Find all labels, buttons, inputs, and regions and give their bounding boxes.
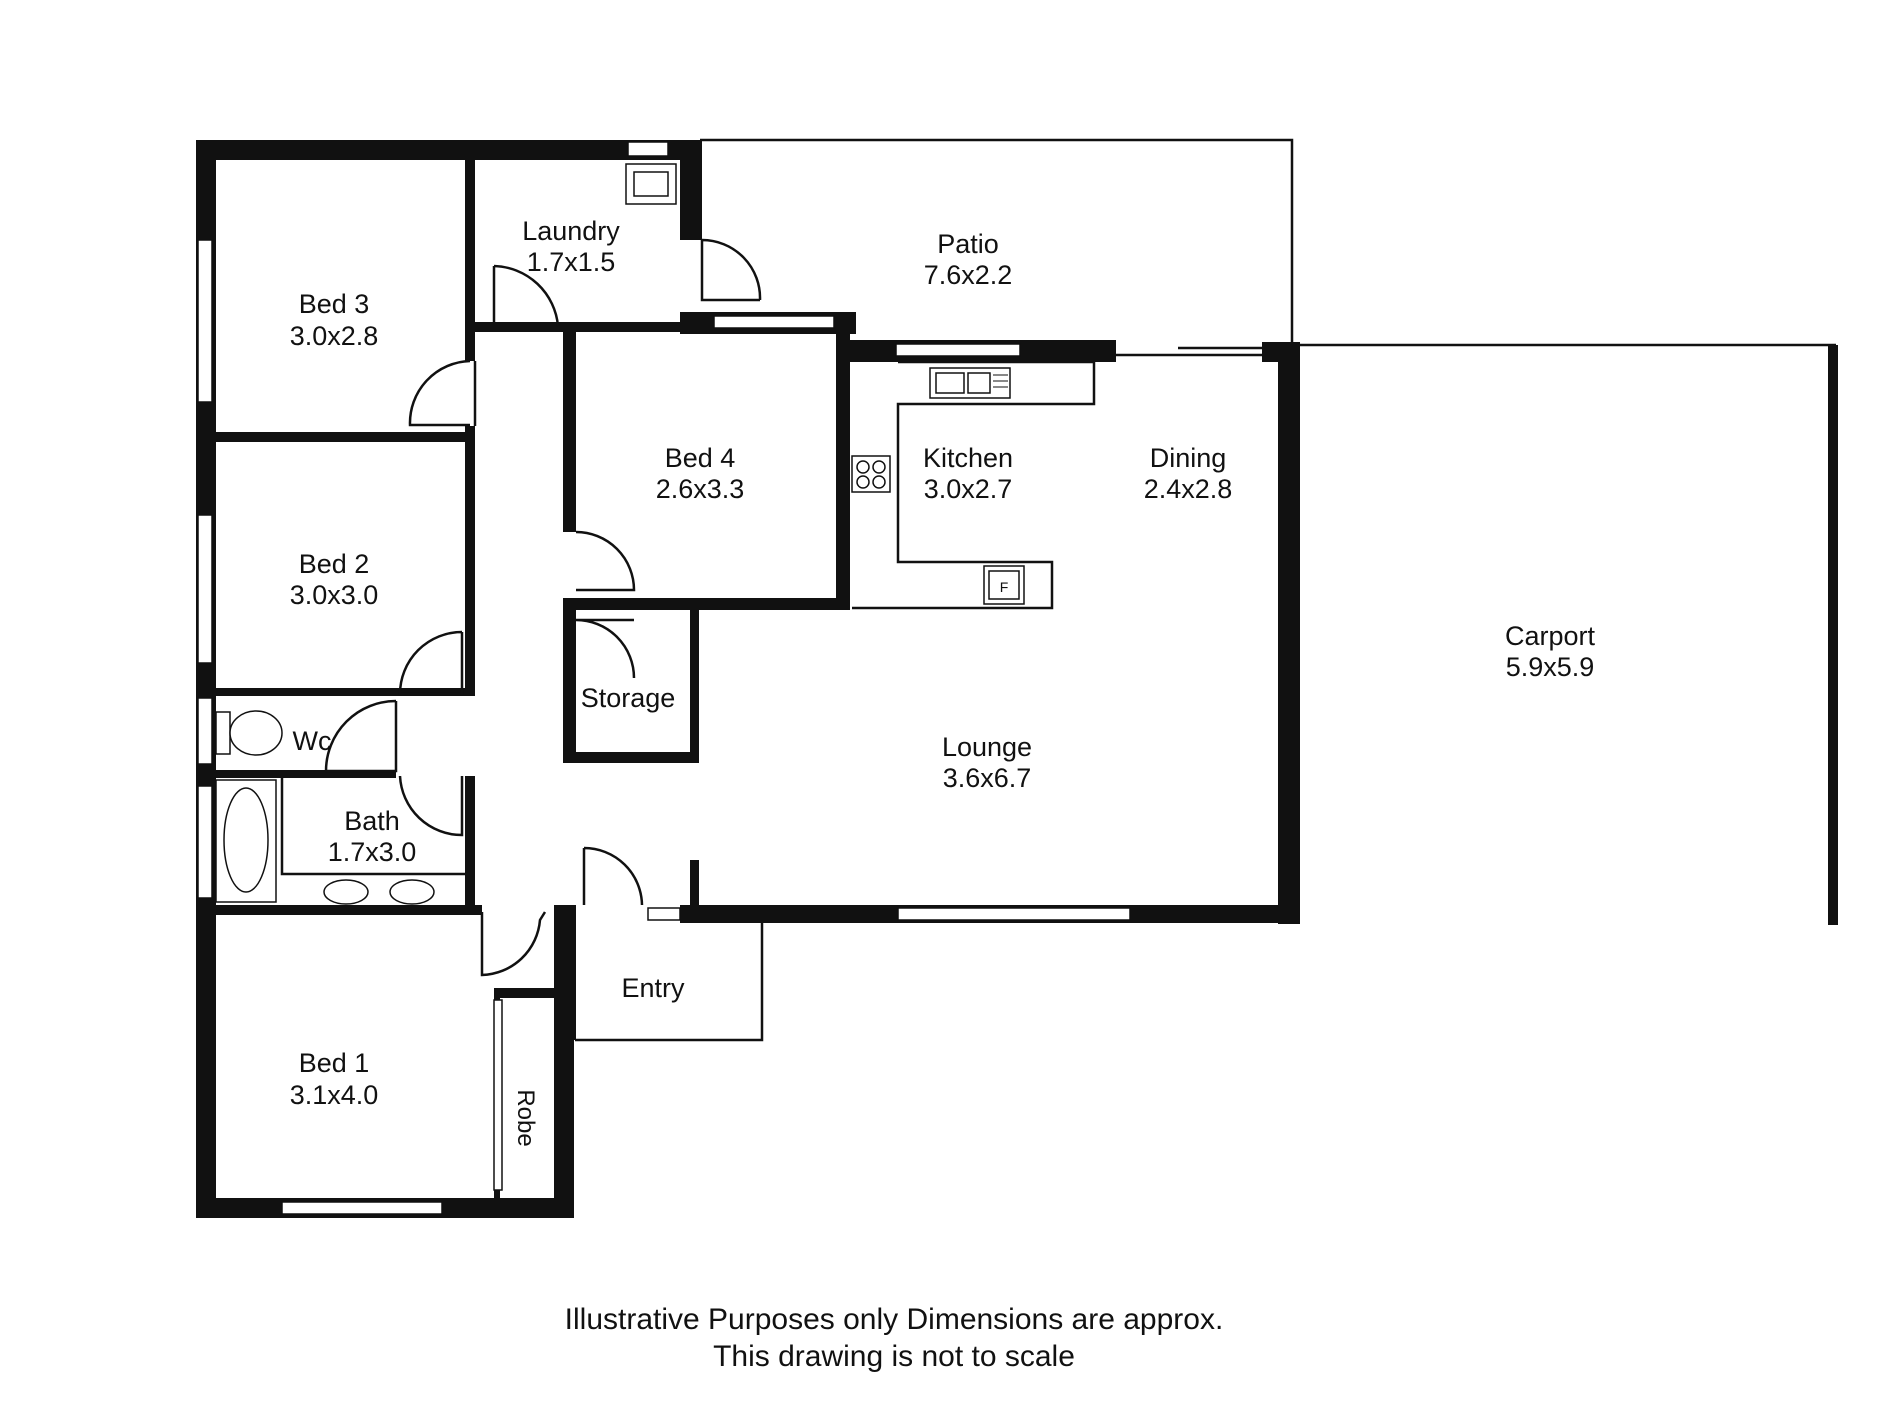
wall-outer-left bbox=[196, 140, 216, 1218]
wall-top bbox=[196, 140, 700, 160]
window-laundry bbox=[627, 141, 669, 157]
door-storage bbox=[575, 618, 636, 679]
wall-bed4-left bbox=[563, 325, 576, 532]
room-name-wc: Wc bbox=[293, 726, 332, 756]
wall-storage-right bbox=[690, 608, 699, 763]
footer-line-1: Illustrative Purposes only Dimensions ar… bbox=[565, 1303, 1224, 1336]
wall-bath-bed1 bbox=[212, 905, 482, 915]
windows bbox=[197, 141, 1131, 1215]
room-name-storage: Storage bbox=[581, 683, 676, 713]
patio-outline bbox=[700, 138, 1294, 345]
door-bed3 bbox=[408, 359, 477, 427]
carport-post bbox=[1828, 345, 1838, 925]
room-name-bed4: Bed 4 bbox=[665, 443, 736, 473]
wall-entry-left bbox=[566, 905, 576, 1040]
room-name-robe: Robe bbox=[512, 1089, 539, 1146]
door-wc bbox=[324, 699, 398, 773]
cooktop-icon bbox=[851, 455, 891, 493]
door-swings bbox=[324, 238, 762, 977]
wall-bed2-hall bbox=[465, 426, 475, 696]
room-name-entry: Entry bbox=[621, 973, 685, 1003]
door-entry bbox=[582, 846, 644, 906]
room-size-dining: 2.4x2.8 bbox=[1144, 474, 1233, 504]
window-kitchen bbox=[895, 343, 1021, 357]
wall-laundry-bottom-a bbox=[470, 322, 556, 332]
thin-outlines bbox=[575, 138, 1836, 1042]
window-bed3 bbox=[197, 239, 213, 403]
fridge-icon: F bbox=[983, 565, 1025, 605]
window-lounge bbox=[897, 907, 1131, 921]
window-bed4 bbox=[713, 315, 835, 329]
robe-slider bbox=[493, 999, 503, 1191]
wall-laundry-bottom-b bbox=[556, 322, 686, 332]
room-size-kitchen: 3.0x2.7 bbox=[924, 474, 1013, 504]
wall-dining-right bbox=[1278, 342, 1300, 924]
wall-bed4-bottom bbox=[563, 598, 850, 610]
wall-bed2-wc bbox=[212, 688, 472, 696]
wall-bed4-right bbox=[836, 330, 850, 608]
vanity-icon bbox=[280, 778, 466, 905]
door-bed2 bbox=[398, 630, 464, 696]
kitchen-bench bbox=[852, 360, 1096, 610]
window-bed1 bbox=[281, 1201, 443, 1215]
walls bbox=[196, 140, 1838, 1218]
room-labels: Bed 3 3.0x2.8 Laundry 1.7x1.5 Patio 7.6x… bbox=[290, 216, 1596, 1147]
fridge-mark: F bbox=[1000, 579, 1009, 595]
window-bed2 bbox=[197, 514, 213, 664]
room-size-bed2: 3.0x3.0 bbox=[290, 580, 379, 610]
footer-line-2: This drawing is not to scale bbox=[713, 1340, 1075, 1373]
room-name-bed1: Bed 1 bbox=[299, 1048, 370, 1078]
kitchen-sink-icon bbox=[929, 367, 1011, 399]
wall-bath-hall bbox=[465, 776, 475, 908]
door-laundry bbox=[492, 264, 560, 327]
room-name-laundry: Laundry bbox=[522, 216, 620, 246]
room-size-bed4: 2.6x3.3 bbox=[656, 474, 745, 504]
window-entry bbox=[647, 907, 681, 921]
wall-lounge-stub bbox=[690, 860, 699, 910]
room-name-bed2: Bed 2 bbox=[299, 549, 370, 579]
room-name-lounge: Lounge bbox=[942, 732, 1032, 762]
window-wc bbox=[197, 697, 213, 765]
door-patio bbox=[700, 238, 762, 302]
wall-laundry-right bbox=[680, 140, 702, 240]
room-size-carport: 5.9x5.9 bbox=[1506, 652, 1595, 682]
room-name-bed3: Bed 3 bbox=[299, 289, 370, 319]
wall-bed3-hall bbox=[465, 156, 475, 361]
room-size-bath: 1.7x3.0 bbox=[328, 837, 417, 867]
room-size-bed1: 3.1x4.0 bbox=[290, 1080, 379, 1110]
door-bed1 bbox=[480, 911, 547, 977]
room-name-carport: Carport bbox=[1505, 621, 1596, 651]
room-size-bed3: 3.0x2.8 bbox=[290, 321, 379, 351]
door-bath bbox=[398, 775, 464, 837]
wall-storage-bottom bbox=[563, 752, 699, 763]
footer-note: Illustrative Purposes only Dimensions ar… bbox=[565, 1303, 1224, 1373]
wall-robe-top bbox=[494, 988, 556, 998]
room-size-lounge: 3.6x6.7 bbox=[943, 763, 1032, 793]
room-name-dining: Dining bbox=[1150, 443, 1227, 473]
room-size-patio: 7.6x2.2 bbox=[924, 260, 1013, 290]
room-size-laundry: 1.7x1.5 bbox=[527, 247, 616, 277]
room-name-patio: Patio bbox=[937, 229, 999, 259]
laundry-tub-basin-icon bbox=[633, 171, 669, 197]
room-name-bath: Bath bbox=[344, 806, 400, 836]
room-name-kitchen: Kitchen bbox=[923, 443, 1013, 473]
wall-bed3-bed2 bbox=[212, 432, 472, 442]
fixtures: F bbox=[215, 163, 1025, 905]
wall-storage-left bbox=[563, 598, 576, 763]
entry-outline bbox=[575, 922, 764, 1042]
door-bed4 bbox=[575, 530, 636, 592]
window-bath bbox=[197, 785, 213, 899]
bathtub-icon bbox=[215, 779, 277, 903]
wall-wc-bath bbox=[212, 770, 396, 778]
toilet-icon bbox=[215, 710, 283, 756]
